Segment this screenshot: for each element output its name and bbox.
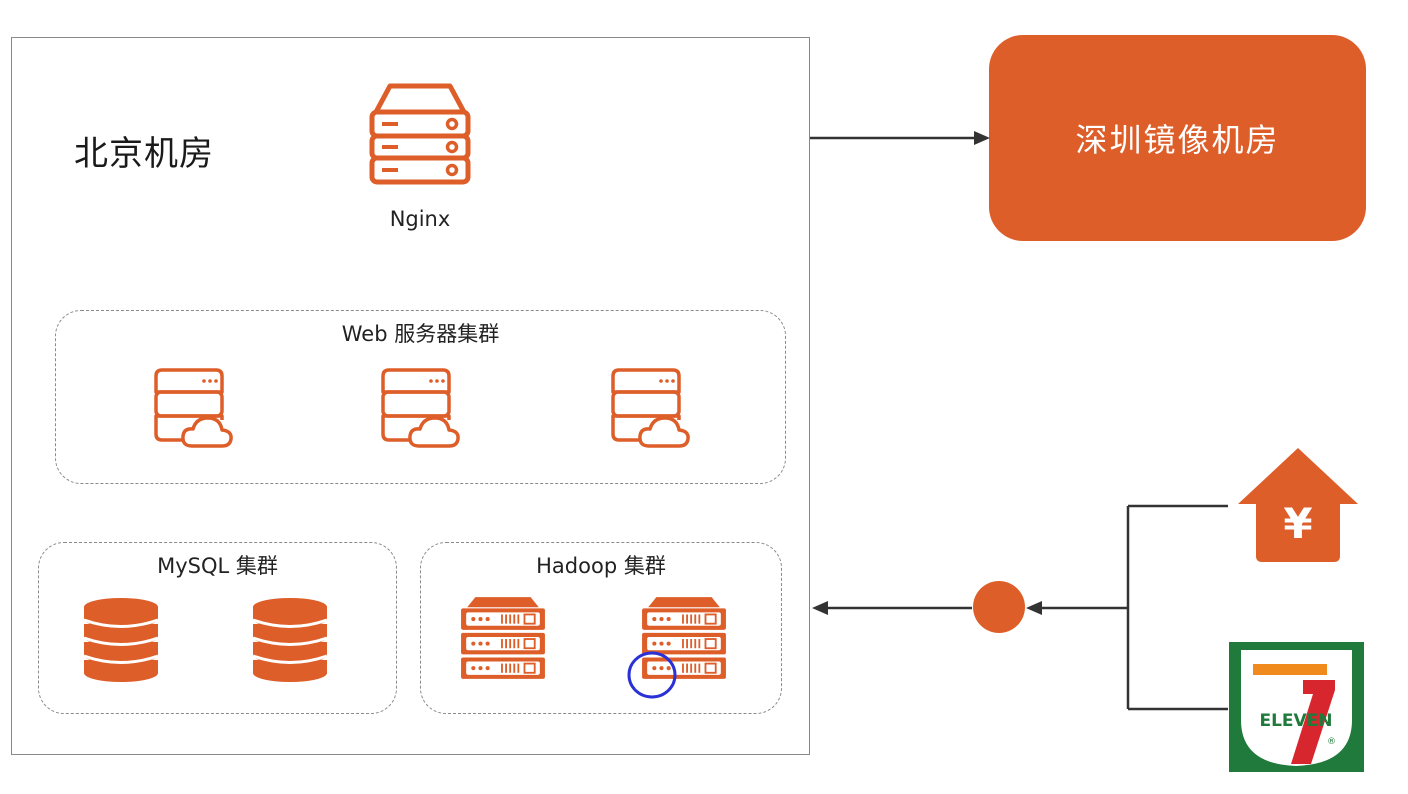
nginx-label: Nginx (389, 207, 451, 231)
web-cluster-label: Web 服务器集群 (341, 322, 500, 346)
arrow-head-icon (1026, 601, 1042, 615)
registered-mark: ® (1327, 737, 1336, 747)
seven-eleven-text: ELEVEN (1259, 711, 1332, 731)
beijing-room-title: 北京机房 (74, 134, 214, 174)
mysql-cluster-label: MySQL 集群 (157, 554, 278, 578)
house-yen-icon: ¥ (1238, 448, 1358, 562)
arrow-head-icon (812, 601, 828, 615)
hadoop-cluster (420, 542, 782, 714)
arrow-head-icon (974, 131, 990, 145)
mysql-cluster (38, 542, 397, 714)
seven-eleven-logo: ELEVEN ® (1229, 642, 1364, 772)
shenzhen-room-title: 深圳镜像机房 (1075, 121, 1280, 159)
merge-node (973, 581, 1025, 633)
nginx-server-icon (369, 83, 471, 185)
shenzhen-mirror-room: 深圳镜像机房 (989, 35, 1366, 241)
highlight-circle (627, 651, 677, 699)
yen-symbol: ¥ (1283, 499, 1312, 548)
web-server-cluster (55, 310, 786, 484)
hadoop-cluster-label: Hadoop 集群 (536, 554, 666, 578)
